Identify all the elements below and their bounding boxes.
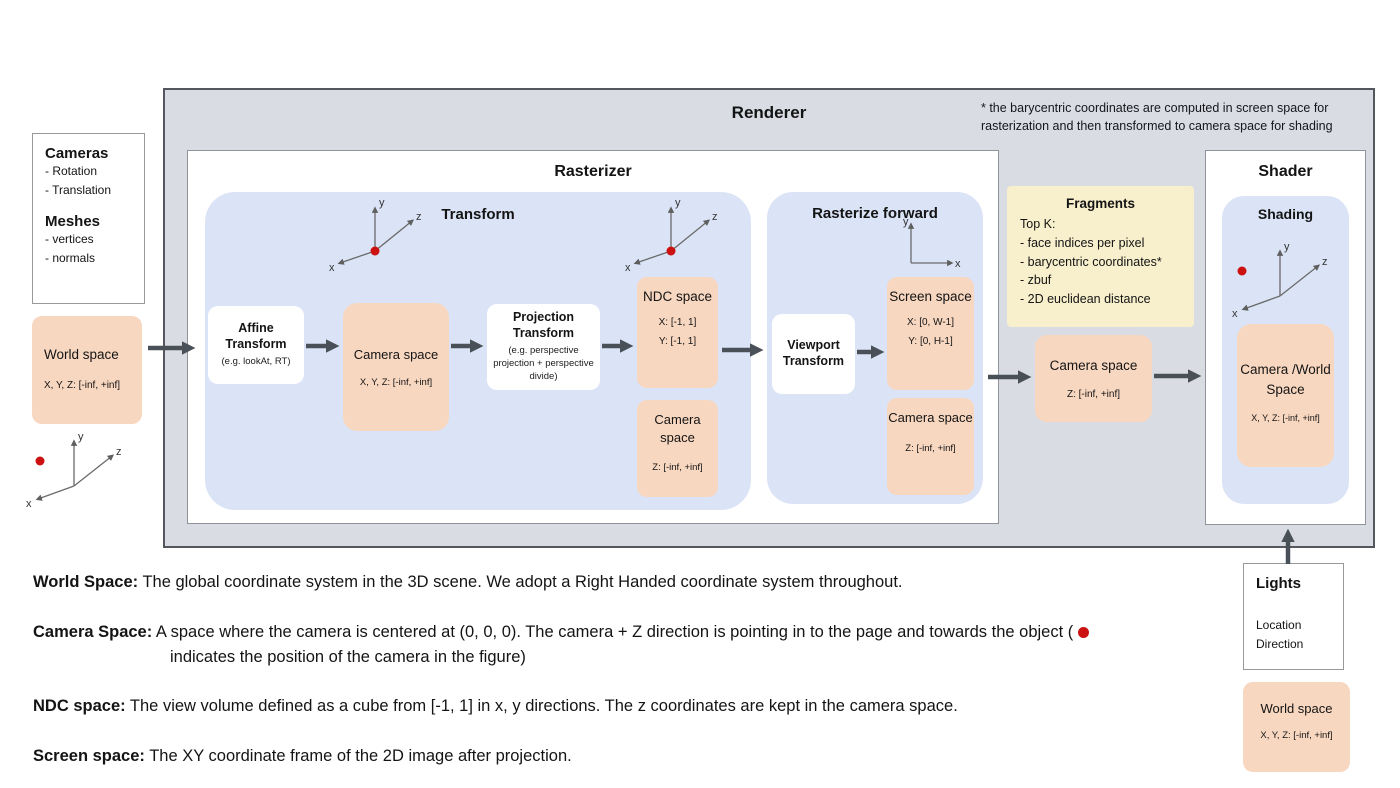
world-axes-icon: y z x: [26, 431, 122, 510]
camera-world-space-title: Camera /World Space: [1240, 362, 1331, 398]
definition-text: indicates the position of the camera in …: [170, 647, 526, 666]
camera-space-z-box: Camera space Z: [-inf, +inf]: [887, 398, 974, 495]
meshes-item: - normals: [45, 250, 96, 265]
svg-text:y: y: [78, 431, 84, 443]
viewport-transform-step: Viewport Transform: [772, 314, 855, 394]
projection-transform-step: Projection Transform (e.g. perspective p…: [487, 304, 600, 390]
cameras-title: Cameras: [45, 145, 109, 162]
screen-range-y: Y: [0, H-1]: [908, 335, 953, 347]
ndc-range-y: Y: [-1, 1]: [658, 335, 697, 347]
transform-title: Transform: [441, 206, 515, 223]
definition-camera-space: Camera Space: A space where the camera i…: [33, 620, 1105, 670]
svg-text:x: x: [1232, 308, 1238, 320]
projection-transform-title: Projection Transform: [512, 310, 575, 340]
definition-term: Camera Space:: [33, 623, 153, 641]
camera-space-output-box: Camera space Z: [-inf, +inf]: [1035, 335, 1152, 422]
ndc-space-title: NDC space: [642, 289, 713, 304]
camera-world-space-range: X, Y, Z: [-inf, +inf]: [1251, 412, 1320, 423]
world-space-box: World space X, Y, Z: [-inf, +inf]: [32, 316, 142, 424]
svg-text:z: z: [416, 211, 422, 223]
svg-text:x: x: [955, 258, 961, 270]
camera-position-dot-icon: [666, 246, 676, 256]
svg-text:z: z: [1322, 256, 1328, 268]
camera-position-dot-icon: [1237, 266, 1247, 276]
fragments-item: - zbuf: [1020, 273, 1052, 288]
svg-text:y: y: [903, 216, 909, 228]
renderer-title: Renderer: [731, 103, 807, 122]
screen-space-title: Screen space: [889, 289, 972, 304]
lights-panel: Lights Location Direction: [1243, 563, 1344, 670]
svg-text:y: y: [379, 197, 385, 209]
camera-space-z-range: Z: [-inf, +inf]: [652, 462, 703, 474]
world-space-lights-range: X, Y, Z: [-inf, +inf]: [1260, 729, 1333, 741]
meshes-item: - vertices: [45, 232, 94, 247]
camera-space-range: X, Y, Z: [-inf, +inf]: [359, 377, 433, 389]
fragments-item: - 2D euclidean distance: [1020, 292, 1151, 306]
definition-text: The XY coordinate frame of the 2D image …: [149, 747, 572, 765]
world-space-lights-box: World space X, Y, Z: [-inf, +inf]: [1243, 682, 1350, 772]
camera-space-output-title: Camera space: [1049, 357, 1138, 373]
camera-space-z-title: Camera space: [654, 412, 701, 445]
cameras-meshes-panel: Cameras - Rotation - Translation Meshes …: [32, 133, 145, 304]
lights-item: Direction: [1256, 636, 1304, 651]
ndc-axes-icon: y z x: [625, 197, 718, 274]
svg-text:y: y: [1284, 241, 1290, 253]
rasterizer-title: Rasterizer: [554, 163, 632, 180]
svg-text:z: z: [712, 211, 718, 223]
fragments-item: - face indices per pixel: [1020, 235, 1145, 250]
camera-space-output-range: Z: [-inf, +inf]: [1066, 389, 1121, 401]
definition-ndc-space: NDC space: The view volume defined as a …: [33, 694, 1043, 719]
cameras-item: - Translation: [45, 182, 112, 197]
affine-transform-step: Affine Transform (e.g. lookAt, RT): [208, 306, 304, 384]
screen-range-x: X: [0, W-1]: [906, 317, 955, 329]
ndc-range-x: X: [-1, 1]: [658, 317, 697, 329]
definition-text: The global coordinate system in the 3D s…: [142, 573, 903, 591]
screen-space-box: Screen space X: [0, W-1] Y: [0, H-1]: [887, 277, 974, 390]
fragments-title: Fragments: [1065, 196, 1136, 211]
camera-space-z-box: Camera space Z: [-inf, +inf]: [637, 400, 718, 497]
affine-transform-subtitle: (e.g. lookAt, RT): [221, 356, 291, 368]
fragments-item: Top K:: [1020, 217, 1056, 231]
svg-text:z: z: [116, 446, 122, 458]
svg-text:x: x: [26, 498, 32, 510]
camera-position-dot-icon: [370, 246, 380, 256]
viewport-transform-title: Viewport Transform: [782, 338, 845, 368]
definition-term: NDC space:: [33, 697, 126, 715]
camera-space-title: Camera space: [353, 346, 439, 362]
shading-title: Shading: [1257, 206, 1314, 222]
affine-transform-title: Affine Transform: [225, 320, 287, 351]
world-space-range: X, Y, Z: [-inf, +inf]: [44, 380, 121, 392]
definition-term: Screen space:: [33, 747, 145, 765]
svg-text:x: x: [625, 262, 631, 274]
camera-space-z-range: Z: [-inf, +inf]: [905, 442, 956, 454]
svg-text:x: x: [329, 262, 335, 274]
rasterize-forward-title: Rasterize forward: [812, 205, 938, 222]
screen-axes-icon: y x: [903, 216, 961, 270]
definition-world-space: World Space: The global coordinate syste…: [33, 570, 1043, 595]
definition-screen-space: Screen space: The XY coordinate frame of…: [33, 744, 1043, 769]
world-space-title: World space: [44, 347, 119, 362]
camera-axes-icon: y z x: [329, 197, 422, 274]
cameras-item: - Rotation: [45, 164, 98, 178]
world-space-lights-title: World space: [1260, 701, 1333, 716]
svg-text:y: y: [675, 197, 681, 209]
definition-term: World Space:: [33, 573, 139, 591]
projection-transform-subtitle: (e.g. perspective projection + perspecti…: [493, 345, 594, 383]
fragments-item: - barycentric coordinates*: [1020, 254, 1162, 269]
fragments-note: Fragments Top K: - face indices per pixe…: [1007, 186, 1194, 327]
lights-title: Lights: [1256, 575, 1301, 592]
barycentric-footnote: * the barycentric coordinates are comput…: [981, 101, 1333, 133]
definition-text: The view volume defined as a cube from […: [129, 697, 958, 715]
camera-dot-icon: [1078, 627, 1090, 638]
camera-world-space-box: Camera /World Space X, Y, Z: [-inf, +inf…: [1237, 324, 1334, 467]
camera-space-z-title: Camera space: [888, 410, 973, 425]
shader-title: Shader: [1258, 163, 1313, 180]
lights-item: Location: [1256, 618, 1302, 632]
shading-axes-icon: y z x: [1232, 241, 1328, 320]
meshes-title: Meshes: [45, 213, 101, 231]
camera-space-box: Camera space X, Y, Z: [-inf, +inf]: [343, 303, 449, 431]
definition-text: A space where the camera is centered at …: [155, 623, 1074, 641]
ndc-space-box: NDC space X: [-1, 1] Y: [-1, 1]: [637, 277, 718, 388]
camera-position-dot-icon: [35, 456, 45, 466]
